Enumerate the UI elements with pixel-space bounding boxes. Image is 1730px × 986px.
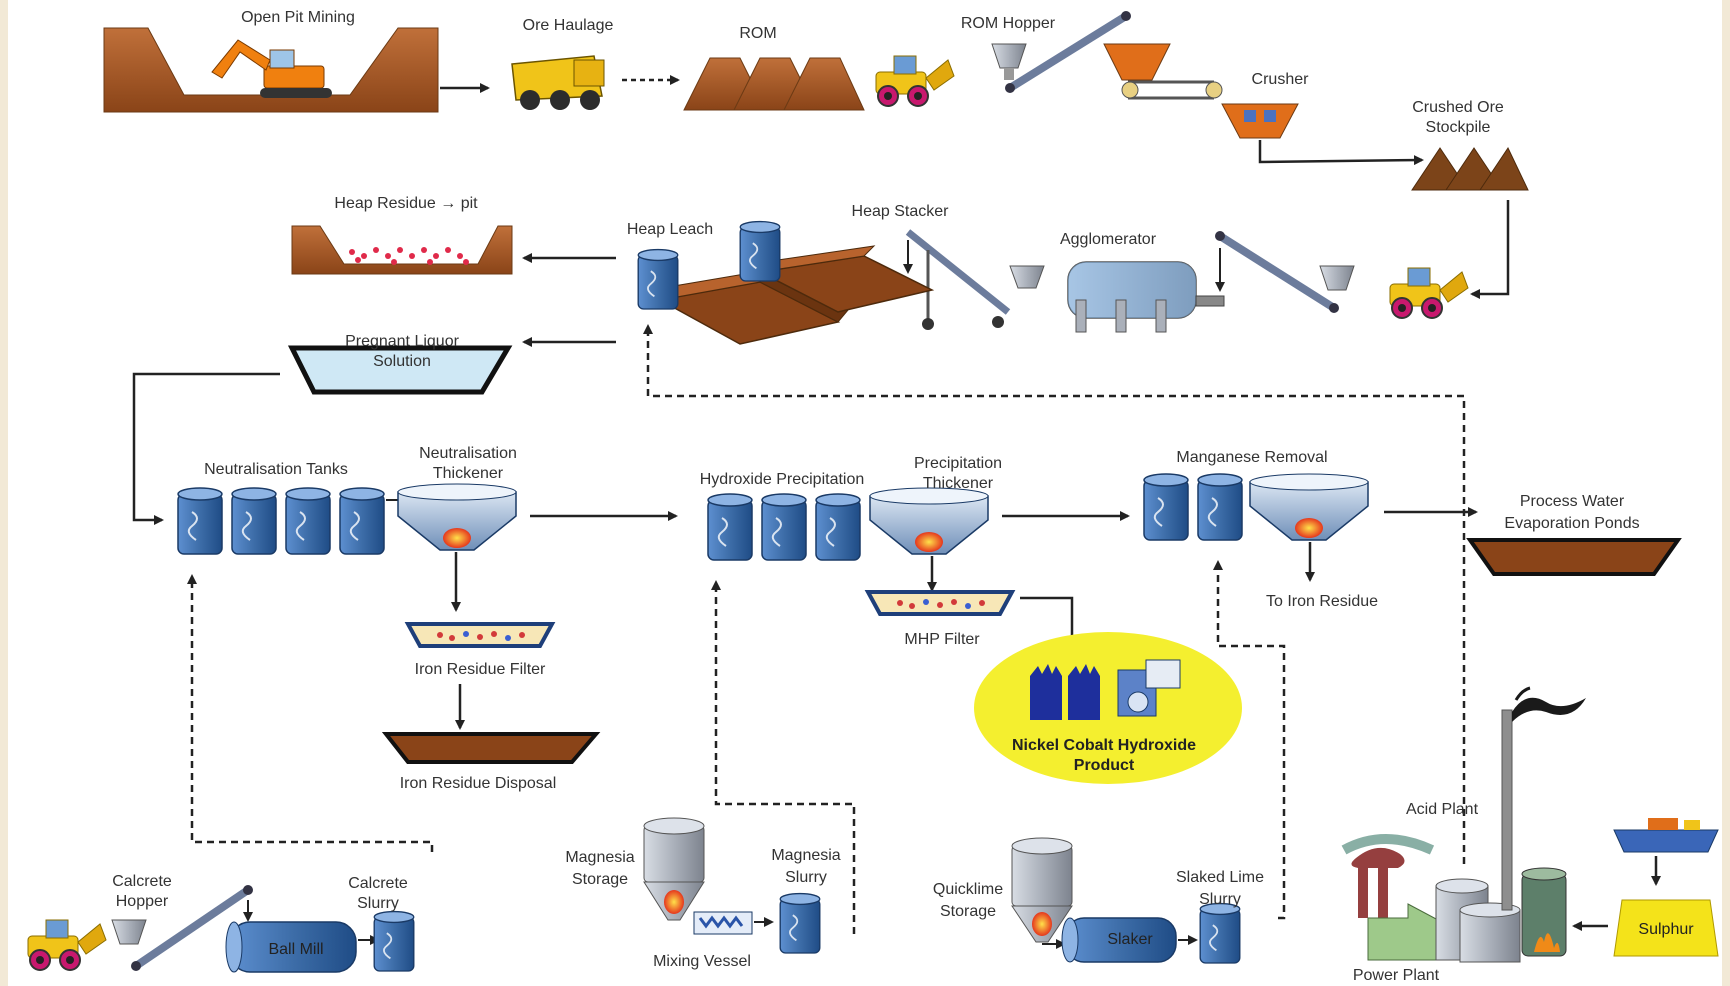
neutralisation-thickener-label-2: Thickener (433, 465, 504, 482)
iron-residue-filter-label: Iron Residue Filter (415, 661, 546, 678)
slaker: Slaker (1061, 917, 1177, 963)
magnesia-storage-label-2: Storage (572, 871, 628, 888)
mhp-filter-label: MHP Filter (904, 631, 980, 648)
crushed-ore-label-1: Crushed Ore (1412, 99, 1504, 116)
nickel-cobalt-hydroxide-product: Nickel Cobalt Hydroxide Product (974, 632, 1242, 784)
heap-stacker: Heap Stacker (852, 203, 1045, 330)
open-pit-mining-label: Open Pit Mining (241, 9, 355, 26)
pregnant-liquor-label-1: Pregnant Liquor (345, 333, 460, 350)
slaked-lime-slurry: Slaked Lime Slurry (1176, 869, 1264, 964)
agglomerator: Agglomerator (1060, 231, 1225, 333)
calcrete-slurry: Calcrete Slurry (348, 875, 415, 972)
calcrete-hopper-label-1: Calcrete (112, 873, 172, 890)
manganese-removal-label: Manganese Removal (1176, 449, 1327, 466)
ball-mill-label: Ball Mill (268, 941, 323, 958)
magnesia-storage: Magnesia Storage (565, 817, 705, 921)
hydroxide-precipitation-tanks: Hydroxide Precipitation (700, 471, 865, 561)
ore-haulage-label: Ore Haulage (523, 17, 614, 34)
quicklime-storage-label-1: Quicklime (933, 881, 1003, 898)
heap-leach-tank-2 (739, 220, 781, 282)
neutralisation-tanks-label: Neutralisation Tanks (204, 461, 348, 478)
quicklime-storage: Quicklime Storage (933, 837, 1073, 943)
pregnant-liquor-label-2: Solution (373, 353, 431, 370)
neutralisation-thickener: Neutralisation Thickener (397, 445, 517, 551)
crusher: Crusher (1103, 43, 1310, 139)
process-water-evaporation-ponds: Process Water Evaporation Ponds (1466, 493, 1682, 576)
haul-truck-icon (511, 55, 605, 110)
calcrete-hopper: Calcrete Hopper (111, 873, 253, 971)
neutralisation-tanks: Neutralisation Tanks (177, 461, 385, 555)
acid-plant-and-power-plant: Acid Plant Power Plant (1341, 686, 1586, 984)
acid-plant-label: Acid Plant (1406, 801, 1479, 818)
heap-leach: Heap Leach (627, 220, 935, 345)
ore-haulage: Ore Haulage (511, 17, 614, 110)
magnesia-slurry-label-1: Magnesia (771, 847, 840, 864)
crushed-ore-stockpile: Crushed Ore Stockpile (1411, 99, 1529, 191)
ball-mill: Ball Mill (225, 921, 357, 973)
calcrete-hopper-label-2: Hopper (116, 893, 169, 910)
nickel-product-label-2: Product (1074, 757, 1135, 774)
calcrete-slurry-label-2: Slurry (357, 895, 399, 912)
heap-residue-label: Heap Residue → pit (334, 195, 478, 212)
front-end-loader-2-icon (1389, 267, 1469, 319)
open-pit-mining: Open Pit Mining (103, 9, 439, 113)
iron-residue-filter: Iron Residue Filter (406, 622, 554, 678)
power-plant-label: Power Plant (1353, 967, 1440, 984)
quicklime-storage-label-2: Storage (940, 903, 996, 920)
rom-stockpile: ROM (683, 25, 865, 111)
iron-residue-disposal-label: Iron Residue Disposal (400, 775, 557, 792)
rom-hopper: ROM Hopper (961, 11, 1131, 93)
mhp-filter: MHP Filter (866, 590, 1014, 648)
to-iron-residue-label: To Iron Residue (1266, 593, 1378, 610)
front-end-loader-3-icon (27, 919, 107, 971)
sulphur-label: Sulphur (1638, 921, 1694, 938)
magnesia-slurry-label-2: Slurry (785, 869, 827, 886)
mixing-vessel-label: Mixing Vessel (653, 953, 751, 970)
sulphur-pile: Sulphur (1613, 899, 1719, 957)
precipitation-thickener-label-2: Thickener (923, 475, 994, 492)
flowsheet-canvas: Open Pit Mining Ore Haulage ROM ROM Hopp… (8, 0, 1722, 986)
process-water-label-2: Evaporation Ponds (1504, 515, 1639, 532)
precipitation-thickener-label-1: Precipitation (914, 455, 1002, 472)
heap-leach-label: Heap Leach (627, 221, 713, 238)
sulphur-ship-icon (1613, 818, 1719, 853)
calcrete-slurry-label-1: Calcrete (348, 875, 408, 892)
excavator-icon (211, 39, 332, 98)
hydroxide-precipitation-label: Hydroxide Precipitation (700, 471, 865, 488)
nickel-product-label-1: Nickel Cobalt Hydroxide (1012, 737, 1196, 754)
magnesia-slurry: Magnesia Slurry (771, 847, 841, 954)
rom-label: ROM (739, 25, 776, 42)
agglomerator-feed-hopper (1215, 231, 1355, 313)
manganese-removal: Manganese Removal (1143, 449, 1369, 541)
crusher-label: Crusher (1252, 71, 1310, 88)
process-water-label-1: Process Water (1520, 493, 1625, 510)
rom-hopper-label: ROM Hopper (961, 15, 1056, 32)
mixing-vessel: Mixing Vessel (653, 911, 753, 970)
precipitation-thickener: Precipitation Thickener (869, 455, 1002, 555)
heap-leach-tank-1 (637, 248, 679, 310)
slaked-lime-slurry-label-2: Slurry (1199, 891, 1241, 908)
neutralisation-thickener-label-1: Neutralisation (419, 445, 517, 462)
pregnant-liquor-solution-pond: Pregnant Liquor Solution (287, 333, 513, 395)
magnesia-storage-label-1: Magnesia (565, 849, 634, 866)
heap-residue-pit: Heap Residue → pit (291, 195, 513, 275)
agglomerator-label: Agglomerator (1060, 231, 1157, 248)
front-end-loader-icon (875, 55, 955, 107)
iron-residue-disposal-pond: Iron Residue Disposal (381, 732, 601, 792)
slaker-label: Slaker (1107, 931, 1153, 948)
heap-stacker-label: Heap Stacker (852, 203, 950, 220)
process-flow-diagram: Open Pit Mining Ore Haulage ROM ROM Hopp… (27, 9, 1719, 984)
slaked-lime-slurry-label-1: Slaked Lime (1176, 869, 1264, 886)
crushed-ore-label-2: Stockpile (1426, 119, 1491, 136)
